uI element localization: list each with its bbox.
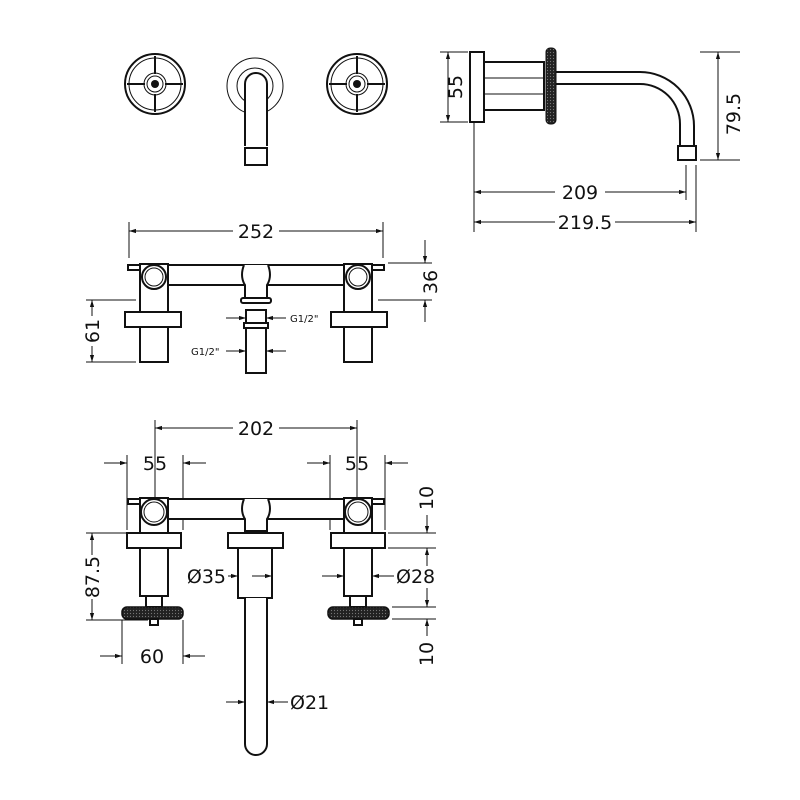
installation-view: 202 55 55 87.5 [80, 416, 438, 756]
dim-valve-dia: Ø28 [396, 566, 435, 588]
dim-spout-body-dia: Ø35 [187, 566, 226, 588]
right-handle-wheel [326, 53, 388, 115]
body-view: 252 G1/2" G1/2" 36 61 [80, 219, 442, 374]
dim-handle-height: 87.5 [82, 556, 104, 598]
dim-lower-thickness: 10 [416, 642, 438, 666]
dim-right-plate: 55 [345, 453, 369, 475]
dim-spout-dia: Ø21 [290, 692, 329, 714]
front-view [124, 53, 388, 166]
label-thread-upper: G1/2" [290, 314, 318, 325]
label-thread-lower: G1/2" [191, 347, 219, 358]
left-handle-wheel [124, 53, 186, 115]
side-view: 55 79.5 209 219.5 [440, 47, 745, 234]
dim-side-total: 219.5 [558, 212, 612, 234]
spout-front [226, 57, 284, 166]
dim-side-height: 79.5 [723, 93, 745, 135]
dim-upper-thickness: 10 [416, 486, 438, 510]
dim-mid-width: 252 [238, 221, 274, 243]
dim-side-projection: 209 [562, 182, 598, 204]
dim-left-plate: 55 [143, 453, 167, 475]
dim-centres: 202 [238, 418, 274, 440]
dim-mid-body: 61 [82, 319, 104, 343]
dim-side-backplate: 55 [445, 75, 467, 99]
dim-handle-diameter: 60 [140, 646, 164, 668]
dim-mid-height: 36 [420, 270, 442, 294]
